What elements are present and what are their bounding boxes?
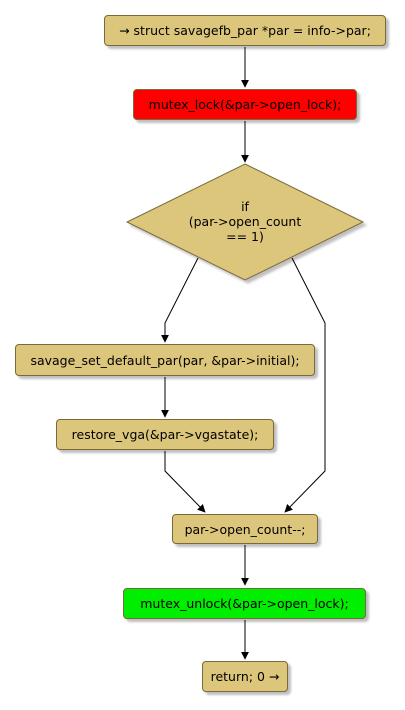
decision-label-line-2: (par->open_count: [188, 214, 302, 229]
edge-decision-to-set-default: [161, 257, 199, 343]
decision-diamond: [125, 163, 365, 281]
open-count-decrement-node: par->open_count--;: [172, 514, 318, 544]
decision-label-line-3: == 1): [226, 229, 264, 244]
mutex-lock-node: mutex_lock(&par->open_lock);: [133, 89, 357, 120]
edge-decision-to-decrement: [284, 257, 326, 513]
edge-restore-to-decrement: [164, 451, 206, 513]
decision-label-line-1: if: [241, 199, 249, 214]
return-node: return; 0 →: [202, 661, 288, 692]
set-default-par-node: savage_set_default_par(par, &par->initia…: [15, 344, 315, 376]
restore-vga-node: restore_vga(&par->vgastate);: [56, 419, 274, 450]
mutex-unlock-node: mutex_unlock(&par->open_lock);: [123, 588, 366, 619]
entry-node: → struct savagefb_par *par = info->par;: [104, 15, 386, 46]
decision-label: if (par->open_count == 1): [165, 199, 325, 244]
